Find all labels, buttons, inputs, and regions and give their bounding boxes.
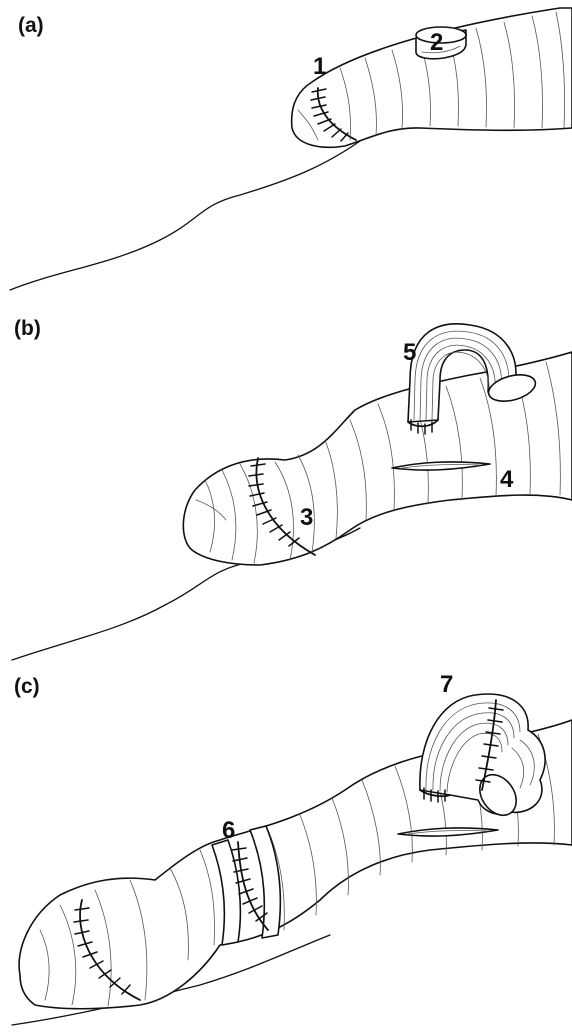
- label-2: 2: [430, 29, 443, 56]
- label-3: 3: [300, 504, 313, 531]
- panel-label-b: (b): [14, 317, 41, 340]
- label-1: 1: [313, 53, 326, 80]
- label-7: 7: [440, 671, 453, 698]
- panel-label-a: (a): [18, 14, 44, 37]
- panel-b: (b): [12, 317, 572, 660]
- panel-a: (a): [10, 8, 572, 290]
- panel-c: (c): [12, 671, 572, 1025]
- label-6: 6: [222, 817, 235, 844]
- label-4: 4: [500, 466, 514, 493]
- panel-label-c: (c): [14, 675, 40, 698]
- label-5: 5: [403, 339, 416, 366]
- mesentery-line-a: [10, 130, 375, 290]
